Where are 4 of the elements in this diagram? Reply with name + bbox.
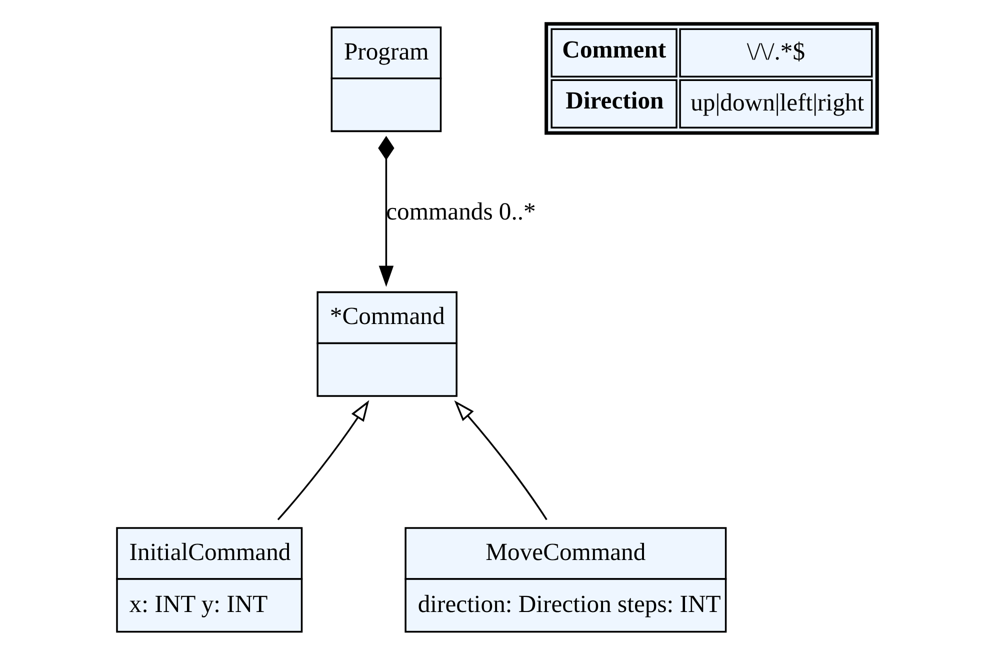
arrow xyxy=(454,400,547,520)
edge-label: commands 0..* xyxy=(386,198,536,226)
arrow xyxy=(276,400,369,520)
arrow xyxy=(378,136,394,287)
